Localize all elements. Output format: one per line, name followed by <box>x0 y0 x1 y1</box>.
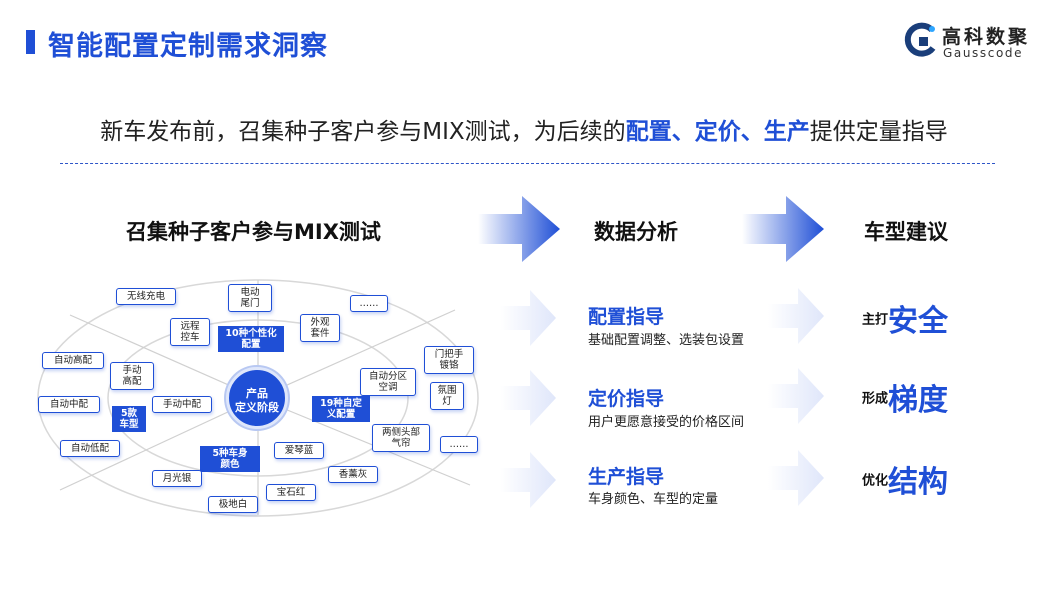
item-auto-high: 自动高配 <box>42 352 104 369</box>
row-arrow-icon <box>768 288 824 344</box>
logo-chinese-text: 高科数聚 <box>942 26 1031 48</box>
item-moonlight-silver: 月光银 <box>152 470 202 487</box>
row-arrow-icon <box>500 370 556 426</box>
item-gem-red: 宝石红 <box>266 484 316 501</box>
item-side-curtain-airbag: 两侧头部 气帘 <box>372 424 430 452</box>
headline-highlight-config: 配置 <box>625 119 672 145</box>
item-ellipsis: …… <box>440 436 478 453</box>
guide-desc-pricing: 用户更愿意接受的价格区间 <box>588 415 745 430</box>
headline-highlight-production: 生产 <box>763 119 810 145</box>
row-arrow-icon <box>500 452 556 508</box>
headline-prefix: 新车发布前，召集种子客户参与MIX测试，为后续的 <box>100 119 626 145</box>
suggestion-prefix: 主打 <box>862 312 889 328</box>
row-arrow-icon <box>768 450 824 506</box>
guide-title-production: 生产指导 <box>588 466 665 488</box>
title-accent-bar <box>26 30 35 54</box>
suggestion-keyword: 安全 <box>888 304 949 339</box>
item-remote-control: 远程 控车 <box>170 318 210 346</box>
headline-separator: 、 <box>671 119 695 145</box>
column-title-mix-test: 召集种子客户参与MIX测试 <box>126 220 381 244</box>
row-arrow-icon <box>768 368 824 424</box>
item-door-handle-chrome: 门把手 镀铬 <box>424 346 474 374</box>
column-title-analysis: 数据分析 <box>594 220 678 244</box>
suggestion-prefix: 形成 <box>862 391 889 407</box>
column-title-suggestion: 车型建议 <box>864 220 948 244</box>
item-zone-ac: 自动分区 空调 <box>360 368 416 396</box>
row-arrow-icon <box>500 290 556 346</box>
item-ellipsis: …… <box>350 295 388 312</box>
item-auto-low: 自动低配 <box>60 440 120 457</box>
guide-title-config: 配置指导 <box>588 306 665 328</box>
category-custom-config: 19种自定 义配置 <box>312 396 370 422</box>
suggestion-keyword: 梯度 <box>888 383 949 418</box>
headline-highlight-pricing: 定价 <box>694 119 741 145</box>
headline-suffix: 提供定量指导 <box>809 119 948 145</box>
item-manual-high: 手动 高配 <box>110 362 154 390</box>
item-manual-mid: 手动中配 <box>152 396 212 413</box>
mix-test-diagram: 无线充电 电动 尾门 远程 控车 外观 套件 …… 10种个性化 配置 门把手 … <box>0 270 520 589</box>
page-title: 智能配置定制需求洞察 <box>48 31 328 62</box>
company-logo: 高科数聚 Gausscode <box>902 20 1042 64</box>
suggestion-prefix: 优化 <box>862 473 889 489</box>
logo-english-text: Gausscode <box>943 46 1024 60</box>
item-exterior-kit: 外观 套件 <box>300 314 340 342</box>
guide-desc-config: 基础配置调整、选装包设置 <box>588 333 745 348</box>
flow-arrow-icon <box>478 196 560 262</box>
item-auto-mid: 自动中配 <box>38 396 100 413</box>
item-lavender-gray: 香薰灰 <box>328 466 378 483</box>
item-ambient-light: 氛围 灯 <box>430 382 464 410</box>
category-models: 5款 车型 <box>112 406 146 432</box>
headline-separator: 、 <box>740 119 764 145</box>
guide-title-pricing: 定价指导 <box>588 388 665 410</box>
logo-mark-icon <box>904 22 936 57</box>
category-body-colors: 5种车身 颜色 <box>200 446 260 472</box>
suggestion-structure: 优化结构 <box>862 457 948 501</box>
item-polar-white: 极地白 <box>208 496 258 513</box>
item-aegean-blue: 爱琴蓝 <box>274 442 324 459</box>
suggestion-keyword: 结构 <box>888 465 949 500</box>
center-node-product-definition: 产品 定义阶段 <box>226 367 288 429</box>
suggestion-safety: 主打安全 <box>862 296 948 340</box>
headline: 新车发布前，召集种子客户参与MIX测试，为后续的配置、定价、生产提供定量指导 <box>0 112 1048 146</box>
suggestion-gradient: 形成梯度 <box>862 375 948 419</box>
guide-desc-production: 车身颜色、车型的定量 <box>588 492 719 507</box>
category-personalized-config: 10种个性化 配置 <box>218 326 284 352</box>
diagram-orbits <box>37 279 479 517</box>
item-electric-tailgate: 电动 尾门 <box>228 284 272 312</box>
item-wireless-charging: 无线充电 <box>116 288 176 305</box>
flow-arrow-icon <box>742 196 824 262</box>
dashed-divider <box>60 163 995 164</box>
